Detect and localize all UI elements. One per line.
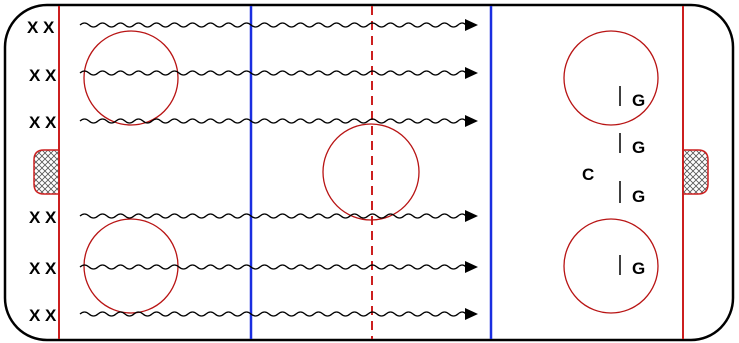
player-marker: X X bbox=[29, 66, 57, 85]
goalie-label: G bbox=[632, 138, 645, 157]
player-marker: X X bbox=[29, 306, 57, 325]
skate-path bbox=[79, 118, 467, 124]
goalie-label: G bbox=[632, 259, 645, 278]
skate-path bbox=[79, 22, 467, 28]
goalie-position: G bbox=[619, 255, 645, 278]
faceoff-circle-right-top bbox=[563, 30, 659, 126]
skate-path bbox=[79, 70, 467, 76]
arrow-right-icon bbox=[465, 308, 478, 320]
skate-row: X X bbox=[29, 113, 478, 132]
goal-net-icon bbox=[33, 149, 60, 195]
skate-row: X X bbox=[29, 208, 478, 227]
faceoff-circle-left-top bbox=[83, 30, 179, 126]
arrow-right-icon bbox=[465, 261, 478, 273]
arrow-right-icon bbox=[465, 210, 478, 222]
skate-path bbox=[79, 213, 467, 219]
skate-path bbox=[79, 264, 467, 270]
skate-row: X X bbox=[29, 306, 478, 325]
rink-boards bbox=[3, 3, 735, 342]
goalie-position: G bbox=[619, 181, 645, 206]
player-marker: X X bbox=[29, 208, 57, 227]
skate-row: X X bbox=[29, 259, 478, 278]
arrow-right-icon bbox=[465, 67, 478, 79]
skate-path bbox=[79, 311, 467, 317]
center-circle bbox=[322, 123, 420, 221]
player-marker: X X bbox=[29, 113, 57, 132]
player-marker: X X bbox=[29, 259, 57, 278]
goalie-position: G bbox=[619, 86, 645, 110]
arrow-right-icon bbox=[465, 115, 478, 127]
goalie-position: G bbox=[619, 133, 645, 157]
coach-label: C bbox=[582, 165, 594, 184]
goalie-label: G bbox=[632, 91, 645, 110]
player-marker: X X bbox=[27, 18, 55, 37]
skate-row: X X bbox=[29, 66, 478, 85]
goalie-label: G bbox=[632, 187, 645, 206]
arrow-right-icon bbox=[465, 19, 478, 31]
goal-net-icon bbox=[682, 149, 709, 195]
faceoff-circle-right-bottom bbox=[563, 218, 659, 314]
skate-row: X X bbox=[27, 18, 478, 37]
